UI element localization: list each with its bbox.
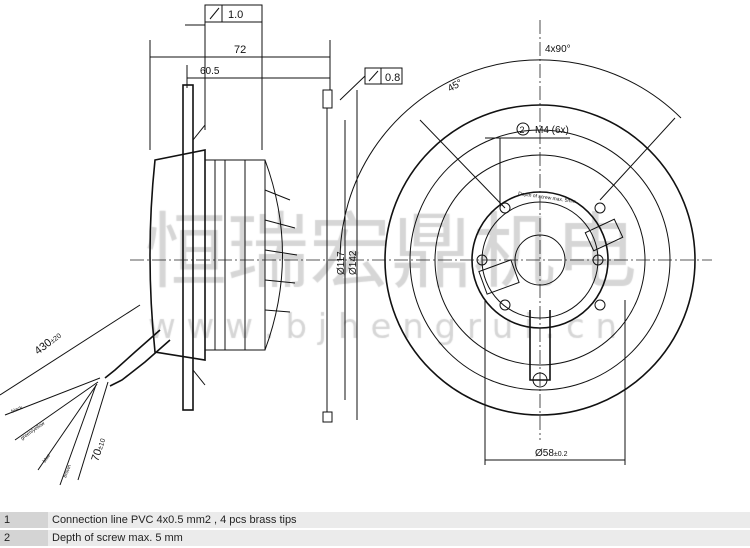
wire-label-black: black xyxy=(11,405,25,415)
technical-drawing: 1.0 72 60.5 0.8 Ø1 xyxy=(0,4,712,486)
front-view: 4x90° 45° 2 M4 (6x) Depth of screw max. … xyxy=(339,20,712,465)
depth-60-5-label: 60.5 xyxy=(200,66,220,77)
hole-circle-label: Ø58±0.2 xyxy=(535,448,568,459)
wire-label-blue: blue xyxy=(42,453,52,464)
wire-label-green-yellow: green/yellow xyxy=(20,420,47,441)
note-number: 2 xyxy=(0,530,48,546)
table-row: 2 Depth of screw max. 5 mm xyxy=(0,530,750,546)
strip-length-label: 70±10 xyxy=(89,436,108,463)
runout-tol-label: 0.8 xyxy=(385,72,400,84)
depth-72-label: 72 xyxy=(234,44,246,56)
note-number: 1 xyxy=(0,512,48,528)
connection-cable: 430±20 70±10 black green/yellow blue bro… xyxy=(0,304,171,486)
note-text: Depth of screw max. 5 mm xyxy=(48,530,750,546)
angle-offset-label: 45° xyxy=(446,78,465,95)
angle-pitch-label: 4x90° xyxy=(545,44,571,55)
callout-2-icon xyxy=(516,122,530,136)
table-row: 1 Connection line PVC 4x0.5 mm2 , 4 pcs … xyxy=(0,512,750,528)
screw-spec-label: M4 (6x) xyxy=(535,125,569,136)
side-view: 1.0 72 60.5 0.8 Ø1 xyxy=(0,4,403,486)
arrow-icon xyxy=(209,7,220,20)
flatness-tolerance-frame: 1.0 xyxy=(185,4,263,150)
flatness-tol-label: 1.0 xyxy=(228,9,243,21)
wire-label-brown: brown xyxy=(62,464,73,479)
callout-2-label: 2 xyxy=(520,125,525,135)
note-text: Connection line PVC 4x0.5 mm2 , 4 pcs br… xyxy=(48,512,750,528)
dia-117-label: Ø117 xyxy=(336,251,347,275)
dia-142-label: Ø142 xyxy=(348,250,359,275)
notes-table: 1 Connection line PVC 4x0.5 mm2 , 4 pcs … xyxy=(0,510,750,548)
cable-length-label: 430±20 xyxy=(32,329,63,357)
runout-tolerance-frame: 0.8 xyxy=(339,67,403,101)
arrow-icon xyxy=(368,70,379,82)
